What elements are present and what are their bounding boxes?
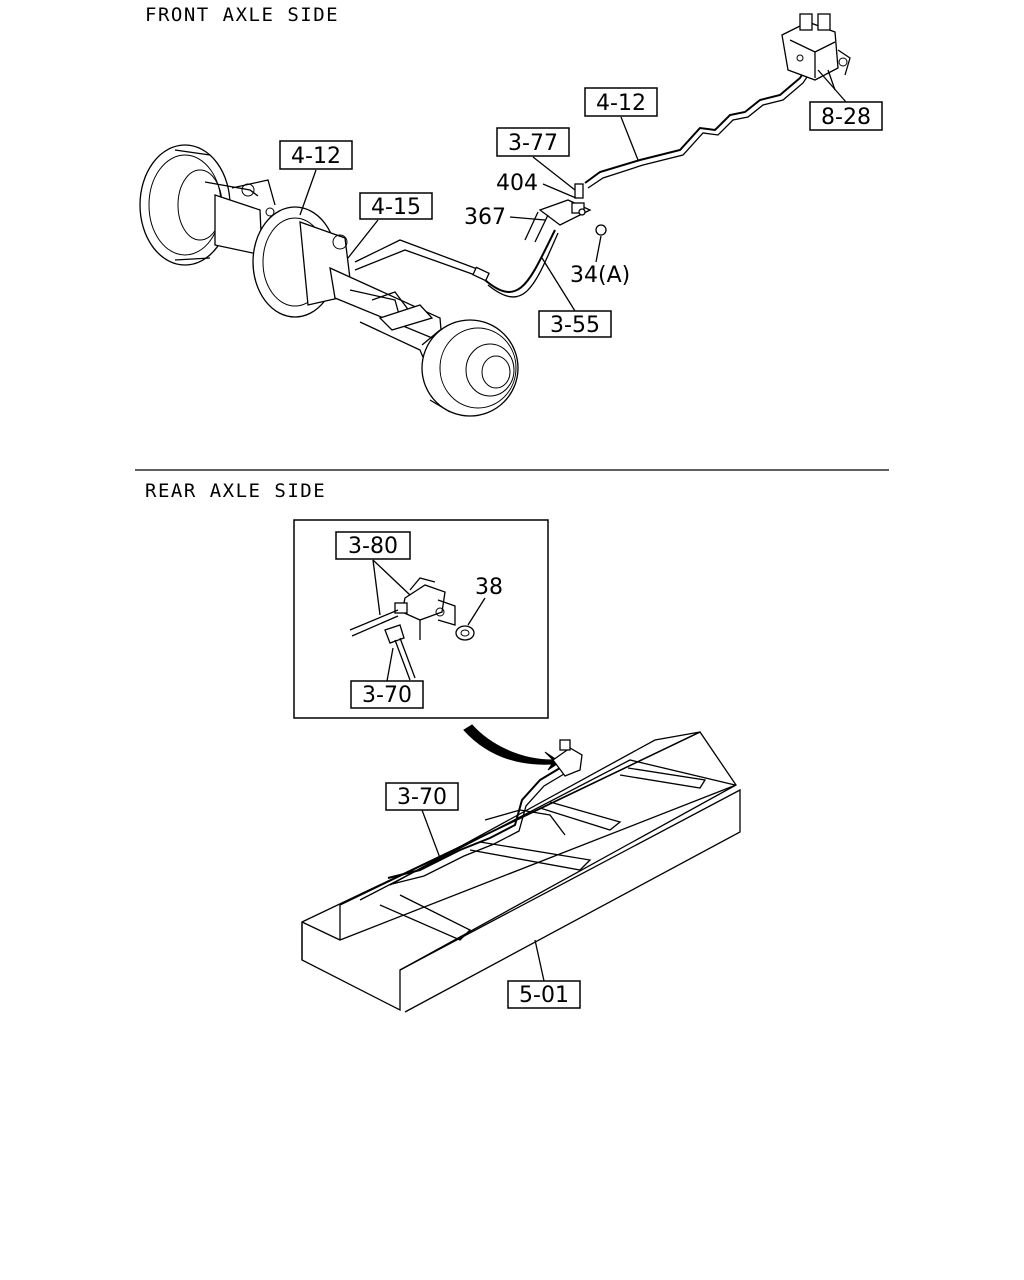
svg-text:3-77: 3-77 — [508, 131, 558, 156]
svg-text:3-80: 3-80 — [348, 534, 398, 559]
svg-text:3-55: 3-55 — [550, 313, 600, 338]
ref-box-3-70-frame: 3-70 — [385, 782, 459, 859]
front-axle-drawing — [139, 144, 519, 417]
front-sensor-cable — [354, 229, 559, 298]
ref-box-3-70-detail: 3-70 — [350, 647, 424, 709]
ref-box-3-77: 3-77 — [496, 127, 576, 191]
svg-text:3-70: 3-70 — [397, 785, 447, 810]
svg-text:3-70: 3-70 — [362, 683, 412, 708]
svg-text:34(A): 34(A) — [570, 263, 630, 288]
front-valve-drawing — [781, 13, 851, 91]
svg-text:404: 404 — [496, 171, 538, 196]
ref-box-4-12-pipe: 4-12 — [584, 87, 658, 161]
ref-box-3-55: 3-55 — [538, 257, 612, 338]
part-38-label: 38 — [467, 575, 503, 626]
ref-box-4-12-axle: 4-12 — [279, 140, 353, 216]
front-axle-side-heading: FRONT AXLE SIDE — [145, 4, 339, 26]
part-404-label: 404 — [496, 171, 577, 199]
svg-text:4-12: 4-12 — [596, 91, 646, 116]
ref-box-3-80: 3-80 — [335, 531, 411, 616]
front-brake-pipe — [584, 59, 816, 189]
ref-box-4-15: 4-15 — [347, 192, 433, 259]
svg-text:5-01: 5-01 — [519, 983, 569, 1008]
rear-axle-side-heading: REAR AXLE SIDE — [145, 480, 326, 502]
svg-text:8-28: 8-28 — [821, 105, 871, 130]
part-34a-label: 34(A) — [570, 235, 630, 288]
front-bracket-assembly — [524, 183, 607, 243]
rear-frame-drawing — [301, 731, 741, 1013]
detail-pointer-arrow — [463, 724, 561, 771]
ref-box-5-01: 5-01 — [507, 939, 581, 1009]
svg-text:4-15: 4-15 — [371, 195, 421, 220]
ref-box-8-28: 8-28 — [809, 69, 883, 131]
svg-text:367: 367 — [464, 205, 506, 230]
svg-text:38: 38 — [475, 575, 503, 600]
svg-text:4-12: 4-12 — [291, 144, 341, 169]
part-367-label: 367 — [464, 205, 546, 230]
